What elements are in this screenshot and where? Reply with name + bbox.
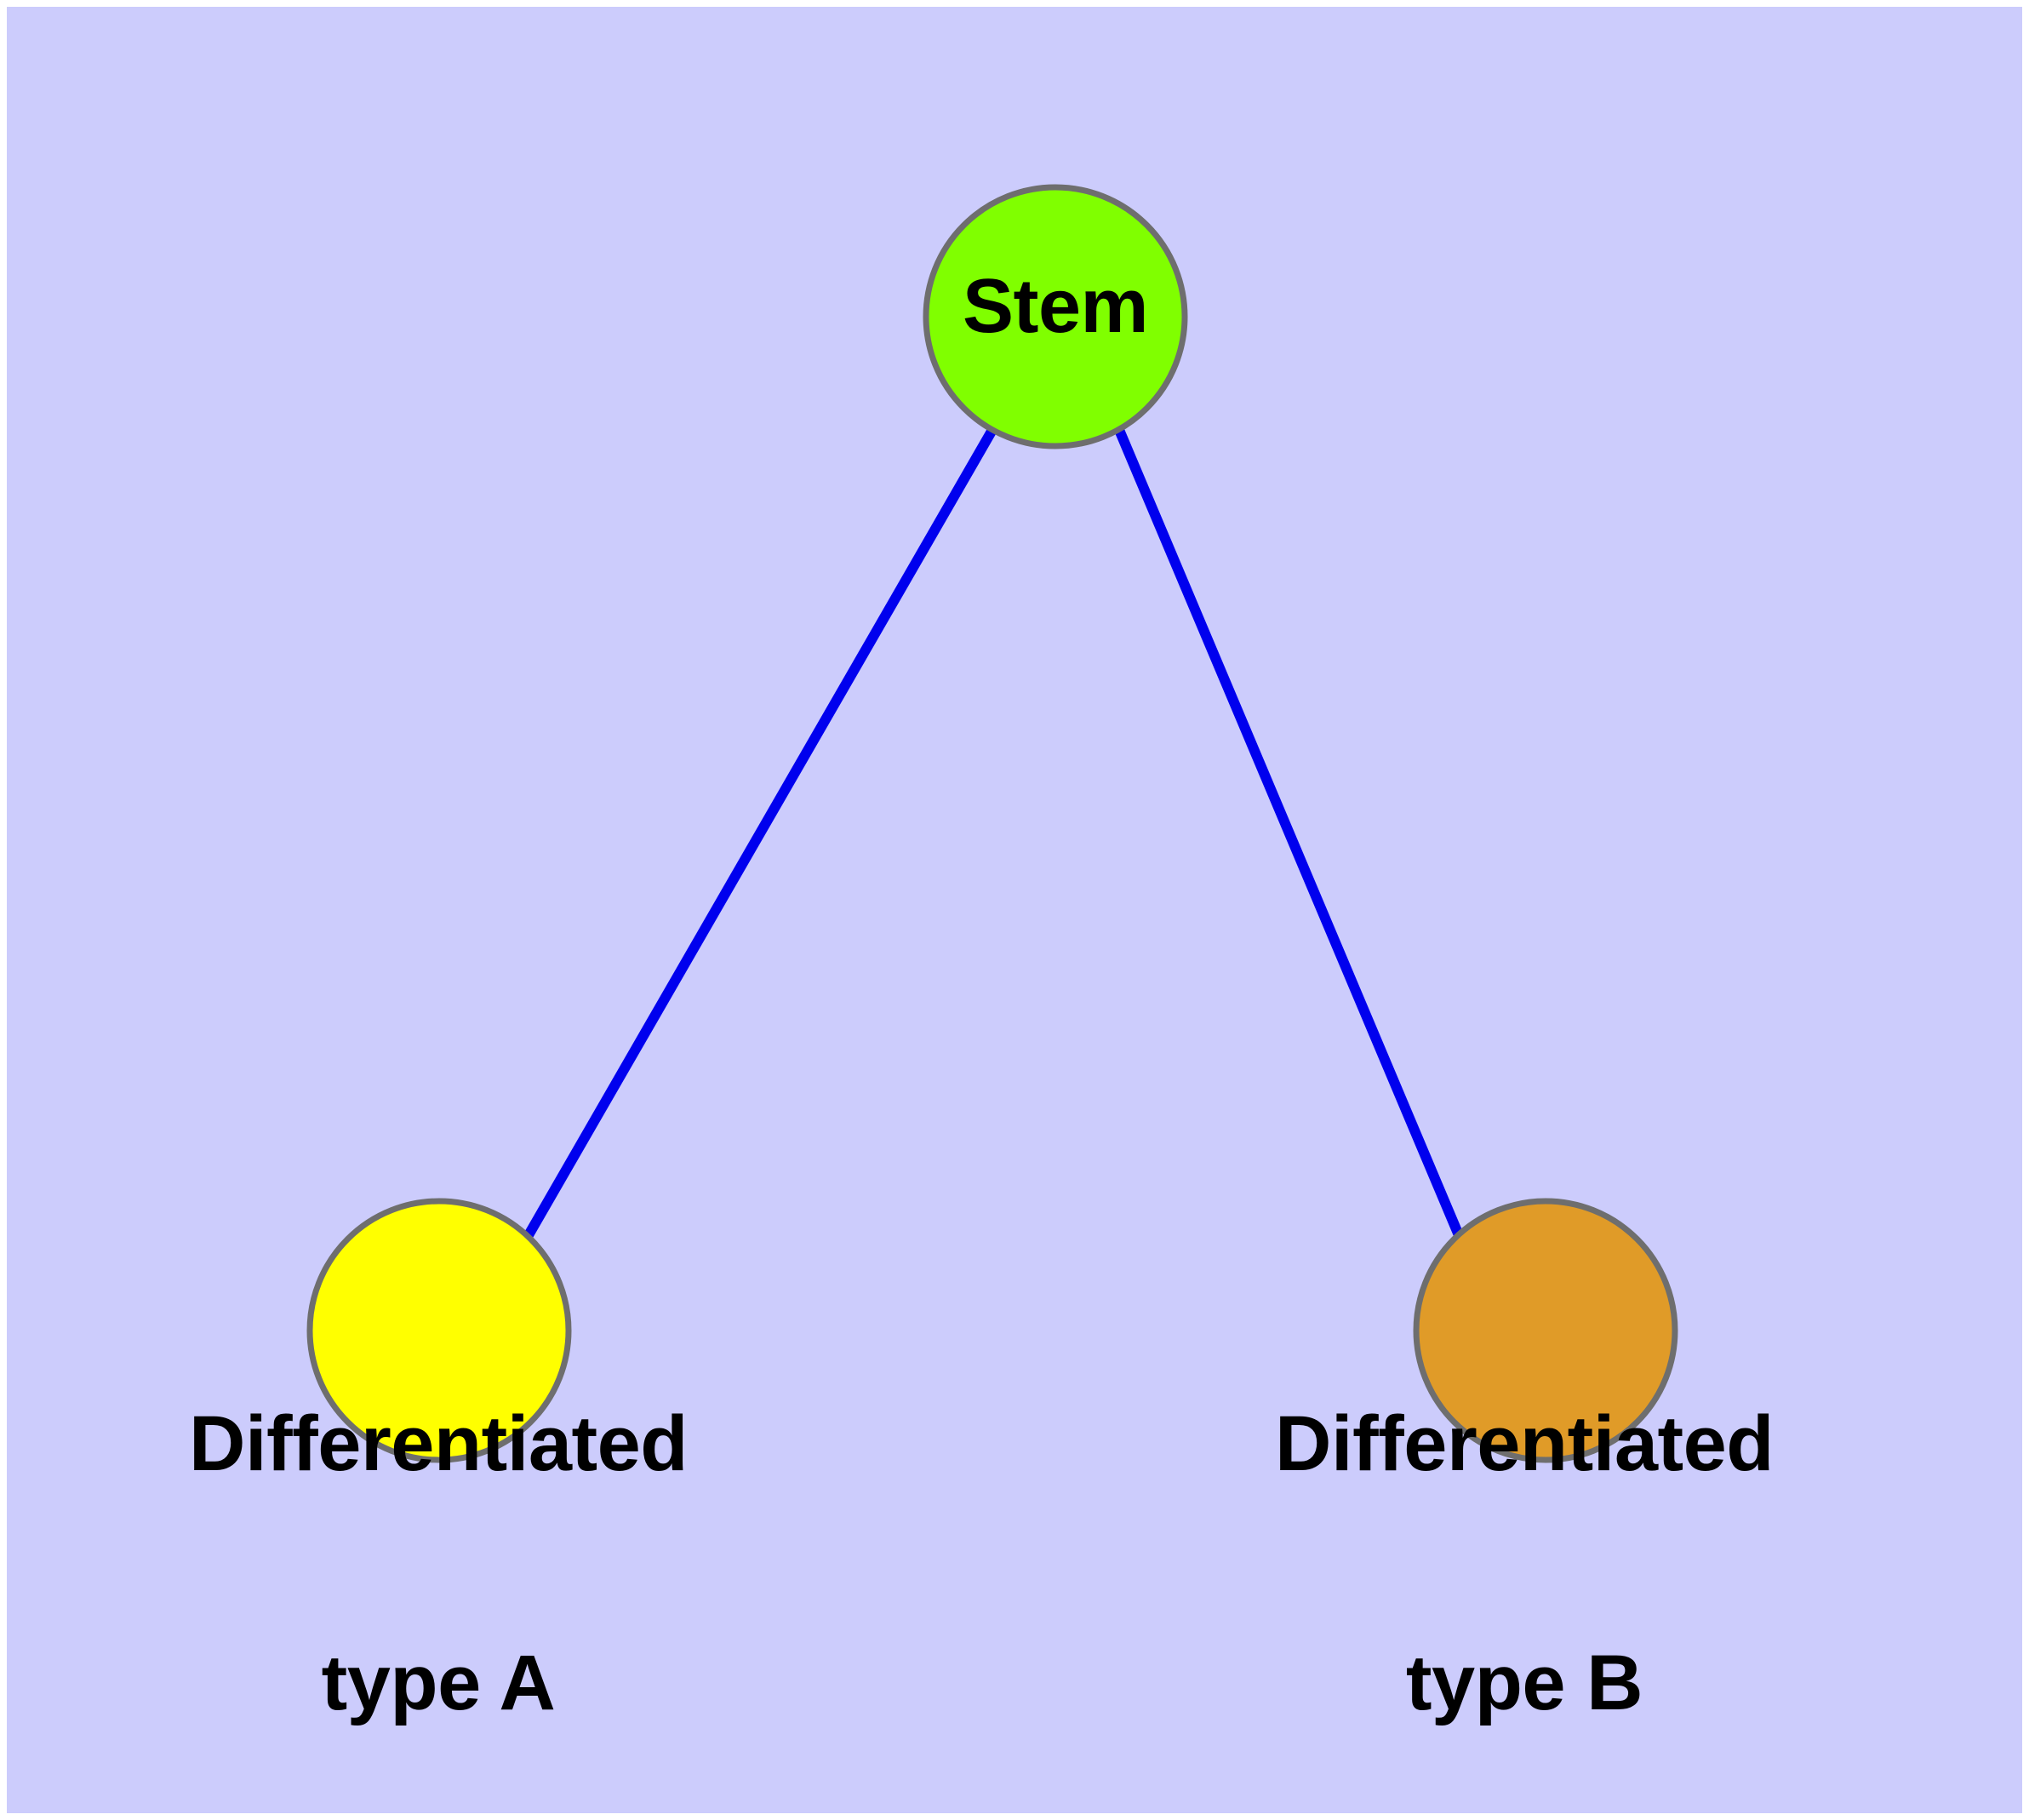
node-differentiated-type-b[interactable] [1413, 1198, 1678, 1463]
node-label-stem: Stem [962, 264, 1149, 349]
edge-stem-to-differentiated-type-b[interactable] [1114, 427, 1471, 1254]
node-label-line-1: Differentiated [1275, 1399, 1774, 1487]
node-label-line-2: type B [1405, 1640, 1643, 1727]
node-label-line-1: Differentiated [189, 1399, 688, 1487]
node-stem[interactable] [923, 184, 1188, 449]
node-label-line-2: type A [321, 1640, 556, 1727]
node-label-differentiated-type-b: Differentiated type B [1188, 1245, 1860, 1820]
node-label-differentiated-type-a: Differentiated type A [102, 1245, 774, 1820]
node-differentiated-type-a[interactable] [306, 1198, 572, 1463]
edge-stem-to-differentiated-type-a[interactable] [514, 427, 997, 1254]
